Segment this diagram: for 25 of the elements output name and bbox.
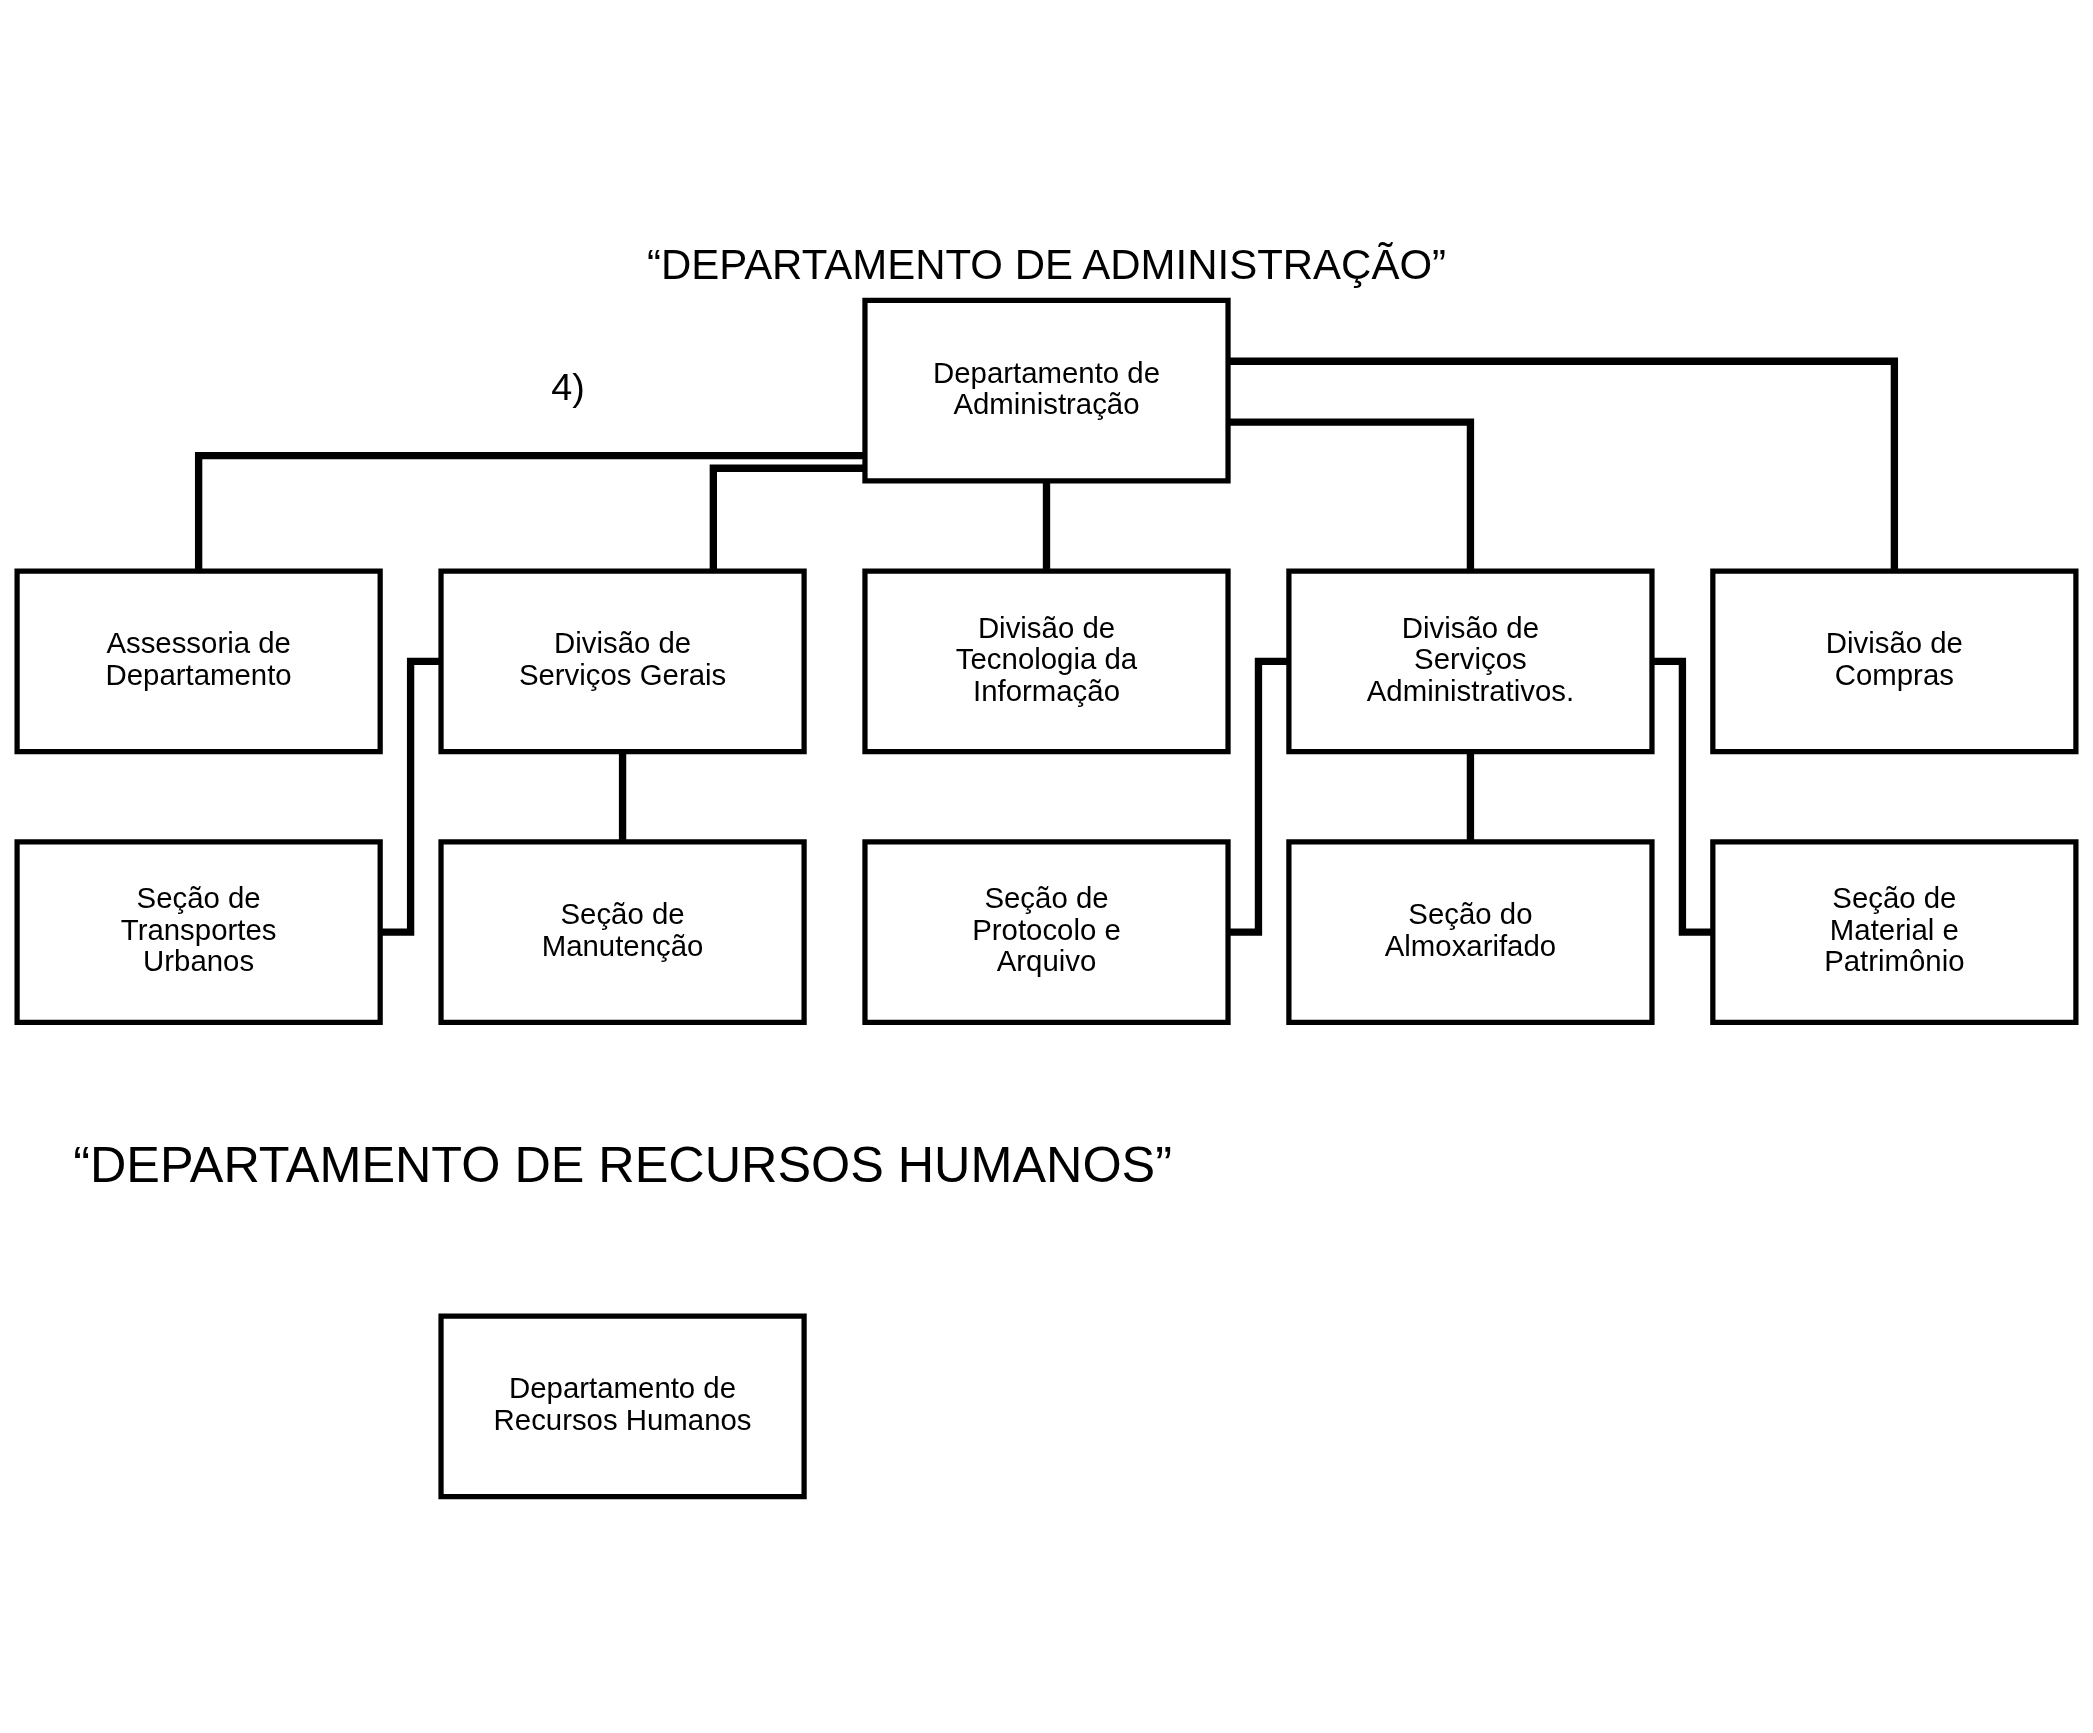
label: 4): [551, 365, 585, 408]
node-box: Divisão de Serviços Administrativos.: [1286, 567, 1655, 754]
connector: [194, 451, 865, 570]
connector: [618, 751, 627, 841]
node-box: Departamento de Administração: [862, 297, 1231, 483]
node-box: Divisão de Serviços Gerais: [438, 567, 807, 754]
node-box: Seção do Almoxarifado: [1286, 838, 1655, 1025]
connector: [1228, 417, 1475, 571]
connector: [1228, 357, 1899, 570]
diagram-title: “DEPARTAMENTO DE ADMINISTRAÇÃO”: [646, 240, 1447, 288]
connector: [380, 657, 441, 936]
connector: [1466, 751, 1475, 841]
node-box: Divisão de Tecnologia da Informação: [862, 567, 1231, 754]
label: “DEPARTAMENTO DE RECURSOS HUMANOS”: [73, 1135, 1172, 1193]
connector: [1228, 657, 1289, 936]
connector: [1042, 481, 1051, 570]
node-box: Assessoria de Departamento: [14, 567, 383, 754]
connector: [1652, 657, 1713, 936]
node-box: Departamento de Recursos Humanos: [438, 1313, 807, 1499]
node-box: Seção de Manutenção: [438, 838, 807, 1025]
node-box: Seção de Transportes Urbanos: [14, 838, 383, 1025]
node-box: Seção de Protocolo e Arquivo: [862, 838, 1231, 1025]
connector: [709, 464, 865, 571]
node-box: Divisão de Compras: [1710, 567, 2079, 754]
node-box: Seção de Material e Patrimônio: [1710, 838, 2079, 1025]
